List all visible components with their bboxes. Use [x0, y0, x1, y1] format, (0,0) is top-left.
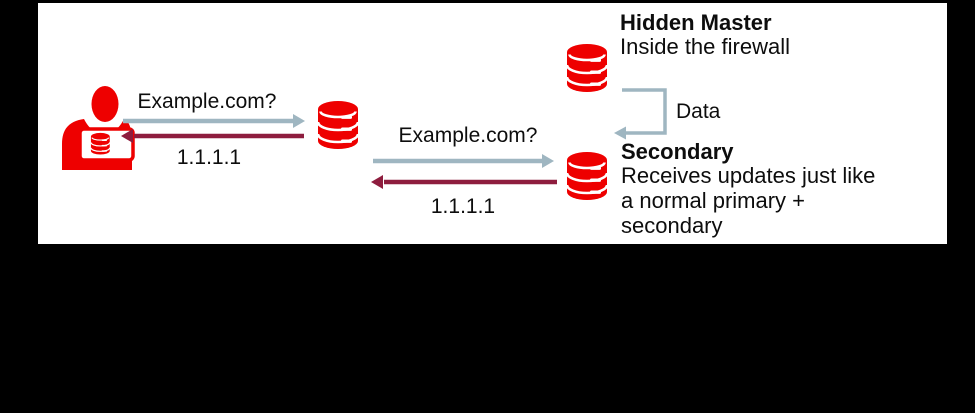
- diagram-shapes: [62, 42, 667, 202]
- query-label-1: Example.com?: [137, 90, 277, 113]
- response-arrow-2: [371, 175, 557, 189]
- hidden-master-subtitle: Inside the firewall: [620, 34, 790, 59]
- hidden-master-title: Hidden Master: [620, 10, 772, 35]
- response-label-2: 1.1.1.1: [430, 195, 496, 218]
- secondary-description-line-1: Receives updates just like: [621, 163, 876, 188]
- response-label-1: 1.1.1.1: [176, 146, 242, 169]
- data-transfer-connector: [614, 88, 667, 140]
- query-label-2: Example.com?: [398, 124, 538, 147]
- response-arrow-1: [121, 129, 304, 143]
- secondary-description: Receives updates just like a normal prim…: [621, 163, 875, 238]
- secondary-description-line-3: secondary: [621, 213, 723, 238]
- query-arrow-1: [123, 114, 305, 128]
- secondary-title: Secondary: [621, 139, 734, 164]
- diagram-canvas: Example.com? 1.1.1.1 Example.com? 1.1.1.…: [38, 3, 947, 244]
- secondary-database-icon: [565, 150, 609, 202]
- secondary-description-line-2: a normal primary +: [621, 188, 806, 213]
- hidden-master-database-icon: [565, 42, 609, 94]
- client-person-icon: [62, 86, 135, 170]
- data-transfer-label: Data: [676, 100, 721, 123]
- resolver-database-icon: [316, 99, 360, 151]
- query-arrow-2: [373, 154, 554, 168]
